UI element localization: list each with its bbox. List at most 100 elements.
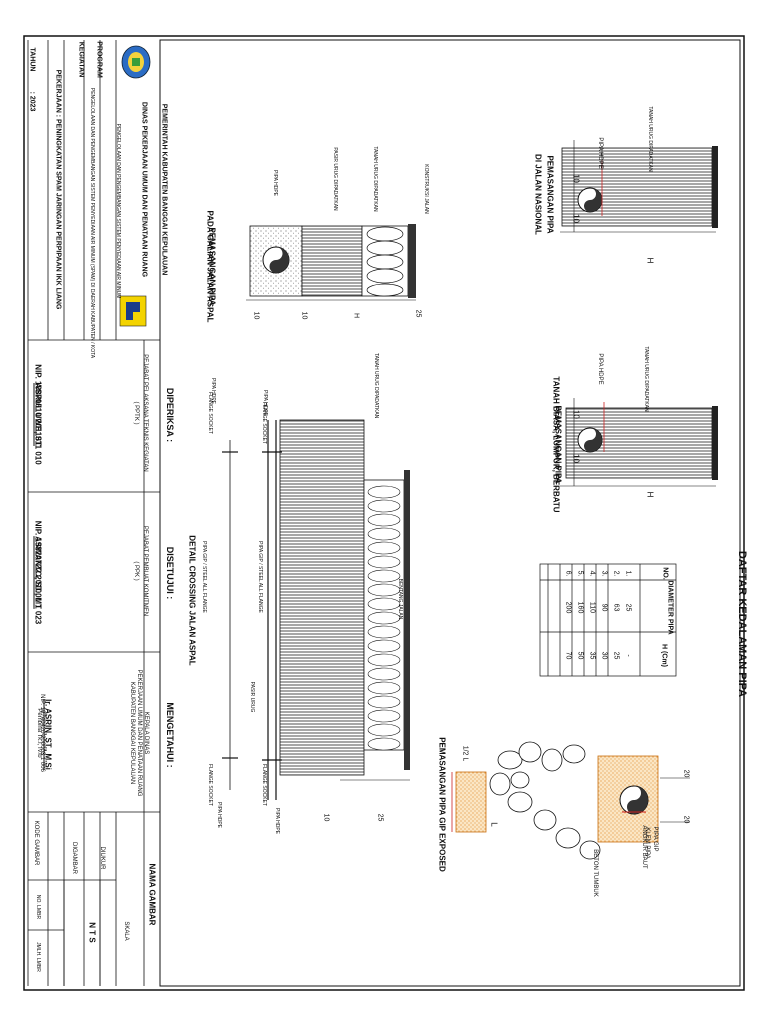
gov-line-1: PEMERINTAH KABUPATEN BANGGAI KEPULAUAN [160,103,168,276]
crossing-bentang: BENTANG JALAN [397,578,403,620]
nasional-pipa-label: PIPA HDPE [597,137,603,169]
nasional-dim-10b: 10 [571,214,581,223]
kegiatan-value: PENGELOLAAN DAN PENGEMBANGAN SISTEM PENY… [89,87,95,359]
depth-row3-h: 30 [600,651,608,660]
tahun-label: TAHUN [28,47,36,72]
crossing-flange-right2: FLANGE SOCKET [207,764,213,806]
crossing-dim-25: 25 [376,813,384,822]
jml-lmbr-label: JMLH. LMBR [35,942,41,972]
depth-header-h: H (Cm) [660,644,668,667]
exposed-beton: BETON TUMBUK [592,849,598,897]
exposed-dim-half: 1/2 L [461,745,469,762]
tanah-title-2: TANAH BIASA, LUMPUR, BERBATU [551,376,561,513]
tanah-tanah-label: TANAH URUG DIPADATKAN [643,346,649,412]
gov-line-2: DINAS PEKERJAAN UMUM DAN PENATAAN RUANG [140,101,148,278]
crossing-pipa-gip-a: PIPA GIP / STEEL ALL FLANGE [257,541,263,613]
diperiksa-role: PEJABAT PELAKSANA TEKNIS KEGIATAN [142,354,148,472]
no-lmbr-label: NO. LMBR [35,894,41,920]
disetujui-nip: NIP. 19820722 201001 1 023 [33,520,43,625]
depth-row3-d: 90 [600,603,608,612]
disetujui-abbr: ( PPK ) [133,561,139,581]
depth-row1-d: 25 [624,603,632,612]
diperiksa-abbr: ( PPTK ) [133,401,139,425]
detail-tanah-biasa [560,398,718,487]
aspal-title-2: PADA GALIAN JALAN ASPAL [205,210,215,323]
drawing-area-frame [159,39,741,987]
exposed-dim-20a: 20 [682,769,690,778]
diukur-label: DIUKUR [99,846,105,870]
exposed-angkur: ANGKUR BAUT [641,825,647,869]
aspal-tanah-label: TANAH URUG DIPADATKAN [372,146,378,212]
depth-row6-h: 70 [564,651,572,660]
detail-jalan-nasional [560,140,718,233]
detail-crossing [222,419,410,800]
tahun-value: : 2023 [28,91,36,112]
aspal-pasir-label: PASIR URUG DIPADATKAN [332,147,338,211]
depth-row5-no: 5. [576,570,584,577]
skala-label: SKALA [123,921,129,941]
depth-row2-d: 63 [612,603,620,612]
aspal-dim-10a: 10 [300,311,308,320]
program-label: PROGRAM [95,41,103,78]
skala-value: N T S [87,922,97,943]
aspal-konstruksi-label: KONSTRUKSI JALAN [423,164,429,214]
disetujui-header: DISETUJUI : [165,546,175,600]
exposed-dim-20b: 20 [682,815,690,824]
tanah-pipa-label: PIPA HDPE [597,353,603,385]
depth-row1-h: - [624,654,632,657]
nasional-dim-h: H [645,257,655,264]
detail-gip-exposed [451,741,690,860]
pekerjaan: PEKERJAAN : PENINGKATAN SPAM JARINGAN PE… [54,69,62,310]
depth-table-grid [539,563,677,677]
crossing-pasir: PASIR URUG [249,681,255,713]
crossing-pipa-gip-b: PIPA GIP / STEEL ALL FLANGE [201,541,207,613]
nasional-tanah-label: TANAH URUG DIPADATKAN [647,106,653,172]
depth-row6-d: 200 [564,601,572,614]
depth-row4-d: 110 [588,601,596,614]
title-block-grid [27,40,160,986]
mengetahui-role1: KEPALA DINAS [143,711,149,755]
mengetahui-role2: PEKERJAAN UMUM DAN PENATAAN RUANG [136,669,142,797]
depth-row2-h: 25 [612,651,620,660]
depth-header-diameter: DIAMETER PIPA [666,580,674,635]
crossing-flange-left: FLANGE SOCKET [261,402,267,444]
diperiksa-nip: NIP. 19870610 2011011 010 [33,364,43,465]
detail-jalan-aspal [246,224,416,301]
outer-frame [23,35,745,991]
crossing-dim-10: 10 [322,813,330,822]
aspal-pipa-label: PIPA HDPE [272,169,278,197]
depth-row4-h: 35 [588,651,596,660]
mengetahui-role3: KABUPATEN BANGGAI KEPULAUAN [129,681,135,785]
crossing-pipa-hdpe-right2: PIPA HDPE [216,801,222,829]
depth-row1-no: 1. [624,570,632,577]
aspal-dim-10b: 10 [252,311,260,320]
depth-row5-d: 160 [576,601,584,614]
tanah-dim-h: H [645,491,655,498]
disetujui-role: PEJABAT PEMBUAT KOMITMEN [142,525,148,617]
kode-gambar-label: KODE GAMBAR [33,820,39,866]
crossing-flange-left2: FLANGE SOCKET [207,392,213,434]
nasional-title-1: PEMASANGAN PIPA [545,155,555,234]
depth-row2-no: 2. [612,570,620,577]
aspal-dim-h: H [352,312,360,319]
program-value: PENGELOLAAN DAN PENGEMBANGAN SISTEM PENY… [115,123,121,299]
nasional-dim-10a: 10 [571,174,581,183]
exposed-dim-l: L [489,822,499,827]
crossing-tanah: TANAH URUG DIPADATKAN [373,353,379,419]
depth-table-title: DAFTAR KEDALAMAN PIPA [736,550,748,698]
exposed-title: PEMASANGAN PIPA GIP EXPOSED [437,737,447,872]
tanah-dim-10b: 10 [571,454,581,463]
pupr-logo [119,295,147,327]
kegiatan-label: KEGIATAN [77,41,85,78]
crossing-pipa-hdpe-right: PIPA HDPE [274,807,280,835]
aspal-dim-25: 25 [414,309,422,318]
mengetahui-nip: NIP. 19740420 200003 1 006 [39,694,45,772]
nama-gambar-label: NAMA GAMBAR [147,863,157,926]
crossing-title: DETAIL CROSSING JALAN ASPAL [187,535,197,666]
depth-row6-no: 6. [564,570,572,577]
digambar-label: DIGAMBAR [71,841,77,874]
depth-row4-no: 4. [588,570,596,577]
tanah-dim-10a: 10 [571,410,581,419]
exposed-pipa-gip: PIPA GIP [652,826,658,852]
